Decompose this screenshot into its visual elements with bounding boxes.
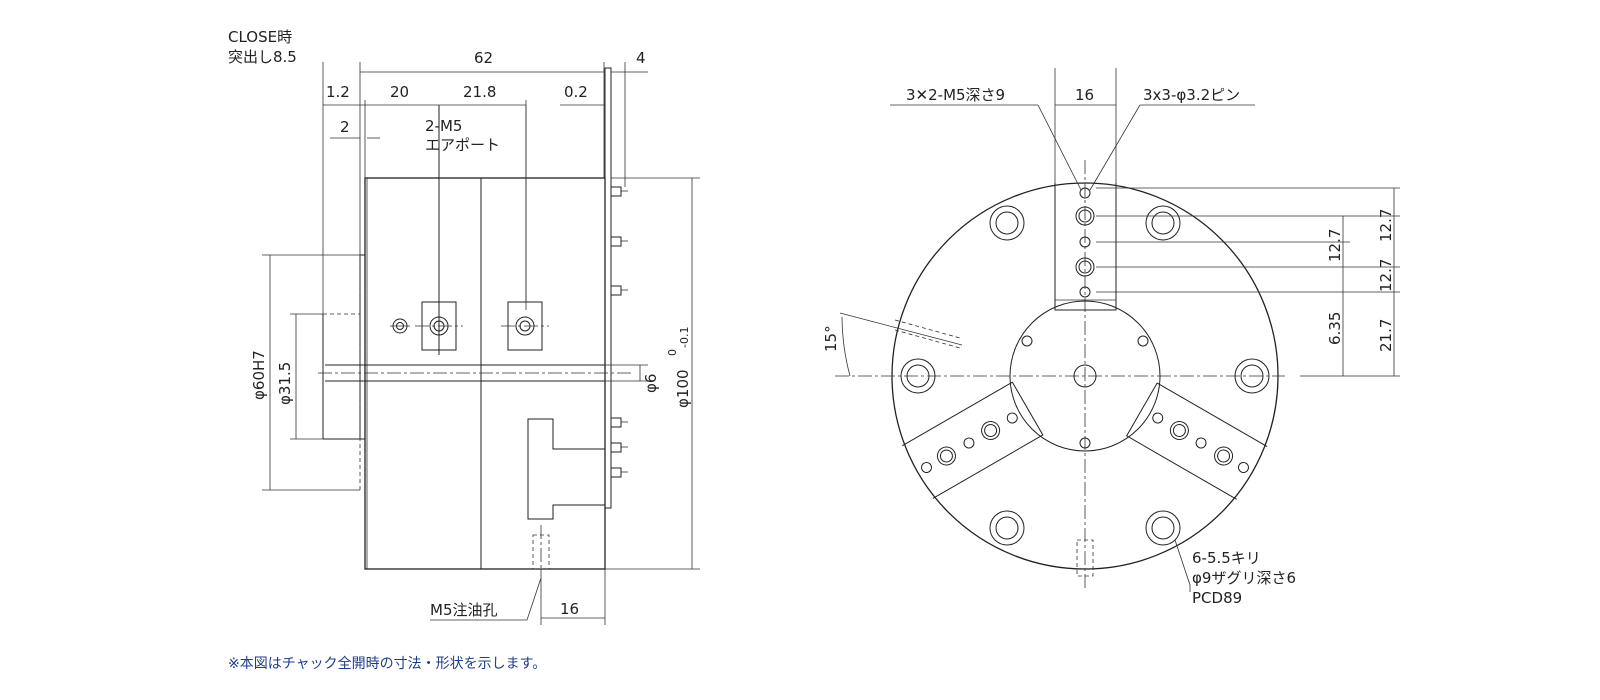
dim-12-7-bottom: 12.7 (1377, 259, 1395, 292)
dim-12-7-top: 12.7 (1377, 209, 1395, 242)
tol-lower: -0.1 (678, 327, 691, 348)
dim-phi31-5: φ31.5 (276, 362, 294, 405)
angle-15: 15° (822, 325, 840, 352)
mounting-holes (900, 205, 1270, 546)
dim-21-7: 21.7 (1377, 319, 1395, 352)
bottom-oil-channel (1076, 539, 1094, 577)
dim-phi6: φ6 (642, 374, 660, 393)
dim-16-side: 16 (560, 600, 579, 618)
close-label-line1: CLOSE時 (228, 28, 292, 46)
hole-label-line1: 6-5.5キリ (1192, 549, 1261, 567)
dim-phi60h7: φ60H7 (250, 350, 268, 400)
front-dimensions (841, 104, 1400, 592)
angled-pins (839, 312, 963, 349)
dim-4: 4 (636, 49, 646, 67)
dim-12-7-mid: 12.7 (1326, 229, 1344, 262)
dim-1-2: 1.2 (326, 83, 350, 101)
dim-62: 62 (474, 49, 493, 67)
hole-label-line2: φ9ザグリ深さ6 (1192, 569, 1296, 587)
tap-label: 3✕2-M5深さ9 (906, 86, 1005, 104)
dim-21-8: 21.8 (463, 83, 496, 101)
jaw-pins (610, 186, 628, 478)
jaw-lower-left (902, 381, 1044, 499)
side-dimensions (262, 62, 700, 625)
air-ports (390, 105, 549, 355)
side-view: CLOSE時 突出し8.5 62 4 1.2 20 21.8 0.2 2 2-M… (228, 28, 700, 625)
close-label-line2: 突出し8.5 (228, 48, 297, 66)
tol-upper: 0 (666, 349, 679, 356)
footnote: ※本図はチャック全開時の寸法・形状を示します。 (228, 655, 546, 672)
jaw-lower-right (1125, 382, 1268, 500)
dim-16-front: 16 (1075, 86, 1094, 104)
jaw-t-slot (527, 418, 605, 520)
oil-hole-label: M5注油孔 (430, 601, 498, 619)
dim-6-35: 6.35 (1326, 312, 1344, 345)
front-view: 3✕2-M5深さ9 16 3x3-φ3.2ピン 12.7 12.7 12.7 6… (822, 68, 1400, 607)
hole-label-line3: PCD89 (1192, 589, 1242, 607)
spigot-boss (359, 254, 365, 440)
dim-20: 20 (390, 83, 409, 101)
center-hole (1073, 364, 1097, 388)
port-label-line1: 2-M5 (425, 117, 462, 135)
jaw-face-strip (604, 67, 612, 509)
jaw-top (1054, 68, 1117, 311)
dim-phi100: φ100 (674, 369, 692, 408)
dim-0-2: 0.2 (564, 83, 588, 101)
dim-2: 2 (340, 118, 350, 136)
port-label-line2: エアポート (425, 136, 500, 154)
pin-label: 3x3-φ3.2ピン (1143, 86, 1240, 104)
chuck-body (364, 177, 606, 570)
boss-screws (1021, 335, 1149, 449)
